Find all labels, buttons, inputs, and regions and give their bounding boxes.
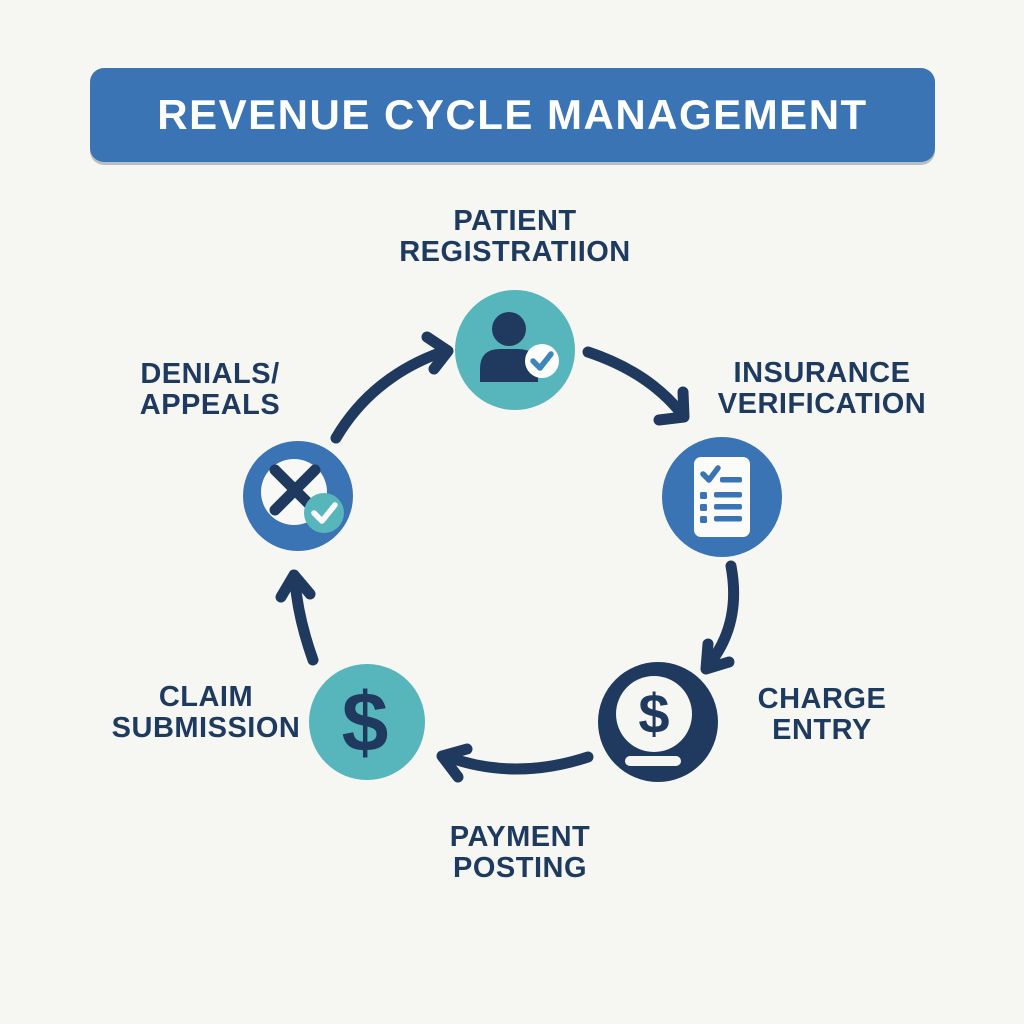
label-line: POSTING [452,852,587,884]
label-payment-posting: PAYMENT POSTING [360,822,680,884]
arrow-claim-to-denials [289,575,319,666]
dollar-glyph: $ [342,675,389,769]
claim-circle [309,664,425,780]
label-line: PATIENT [453,205,577,237]
arrow-denials-to-patient [330,346,448,444]
label-line: CHARGE [757,683,887,715]
arrowhead-charge-to-claim [436,743,473,783]
arrow-patient-to-insurance [582,346,687,419]
denials-appeals-icon [242,440,354,552]
arrowhead-insurance-to-charge [700,638,735,675]
label-patient-registration: PATIENT REGISTRATIION [355,206,675,268]
checklist-document-icon [694,457,750,537]
label-line: PAYMENT [449,821,591,853]
label-line: CLAIM [158,681,254,713]
charge-entry-icon: $ [596,660,720,784]
label-line: ENTRY [772,714,872,746]
arrowhead-patient-to-insurance [653,386,690,426]
label-insurance-verification: INSURANCE VERIFICATION [662,358,982,420]
check-badge-icon [304,493,344,533]
dollar-coin-icon: $ [616,676,692,766]
title-banner: REVENUE CYCLE MANAGEMENT [90,68,935,162]
check-badge-icon [525,344,559,378]
arrow-charge-to-claim [442,751,594,775]
person-icon [480,312,538,382]
label-charge-entry: CHARGE ENTRY [662,684,982,746]
label-line: DENIALS/ [140,358,280,390]
arrowhead-claim-to-denials [275,569,316,603]
label-line: SUBMISSION [111,712,301,744]
label-line: REGISTRATIION [399,236,631,268]
label-line: VERIFICATION [717,388,927,420]
label-line: APPEALS [139,389,281,421]
patient-registration-icon [455,290,575,410]
label-claim-submission: CLAIM SUBMISSION [46,682,366,744]
page-title: REVENUE CYCLE MANAGEMENT [157,91,868,138]
dollar-glyph: $ [638,682,669,745]
arrowhead-denials-to-patient [421,331,454,375]
insurance-verification-icon [662,437,782,557]
arrow-insurance-to-charge [701,560,740,673]
label-denials-appeals: DENIALS/ APPEALS [50,359,370,421]
claim-submission-icon: $ [307,662,427,782]
label-line: INSURANCE [733,357,911,389]
